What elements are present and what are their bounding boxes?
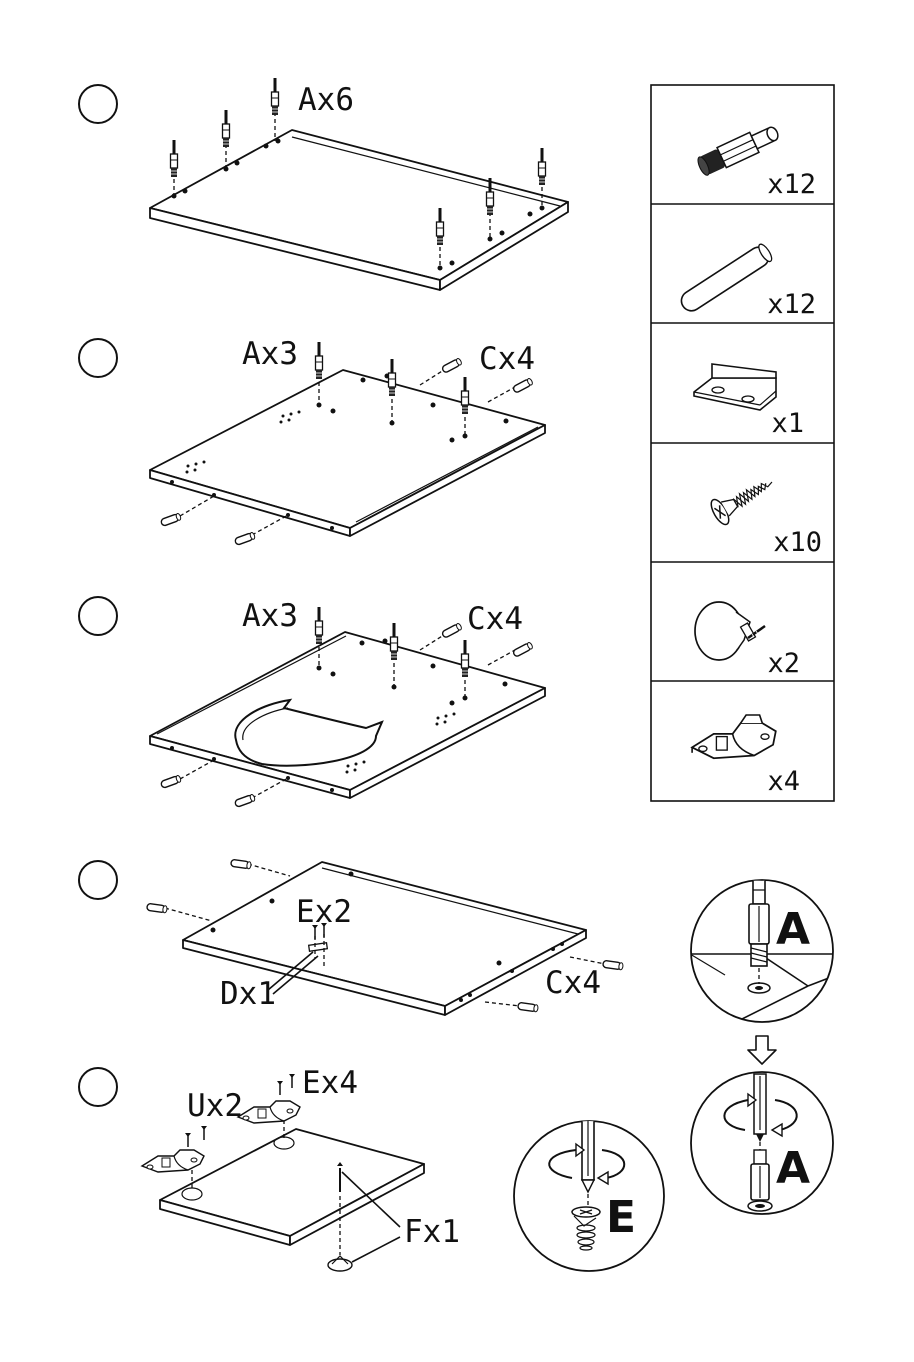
part-1-qty: x12 (767, 169, 816, 200)
step-4-label-d: Dx1 (220, 976, 276, 1012)
step-3-label-a: Ax3 (242, 598, 298, 634)
step-5-label-u: Ux2 (187, 1088, 243, 1124)
step-circle-2 (79, 339, 117, 377)
detail-a-letter-1: A (776, 904, 810, 955)
step-circle-4 (79, 861, 117, 899)
detail-circle-a-insert (690, 880, 834, 1022)
arrow-down-icon (748, 1036, 776, 1064)
detail-circle-e-screw (514, 1110, 664, 1271)
part-2-qty: x12 (767, 289, 816, 320)
step-5-label-e: Ex4 (302, 1065, 358, 1101)
step-circle-3 (79, 597, 117, 635)
step-1-panel (150, 78, 568, 290)
part-3-qty: x1 (771, 408, 804, 439)
part-5-qty: x2 (767, 648, 800, 679)
detail-circle-a-rotate (691, 1072, 833, 1214)
step-1-label-a: Ax6 (298, 82, 354, 118)
detail-a-letter-2: A (776, 1143, 810, 1194)
step-circle-1 (79, 85, 117, 123)
step-2-label-c: Cx4 (479, 341, 535, 377)
part-4-qty: x10 (773, 527, 822, 558)
step-3-label-c: Cx4 (467, 601, 523, 637)
detail-e-letter: E (606, 1192, 636, 1243)
step-2-label-a: Ax3 (242, 336, 298, 372)
step-4-label-e: Ex2 (296, 894, 352, 930)
step-circle-5 (79, 1068, 117, 1106)
step-5-label-f: Fx1 (404, 1214, 460, 1250)
part-6-qty: x4 (767, 766, 800, 797)
step-4-label-c: Cx4 (545, 965, 601, 1001)
step-3-panel (150, 607, 545, 807)
step-5-panel (142, 1074, 424, 1271)
